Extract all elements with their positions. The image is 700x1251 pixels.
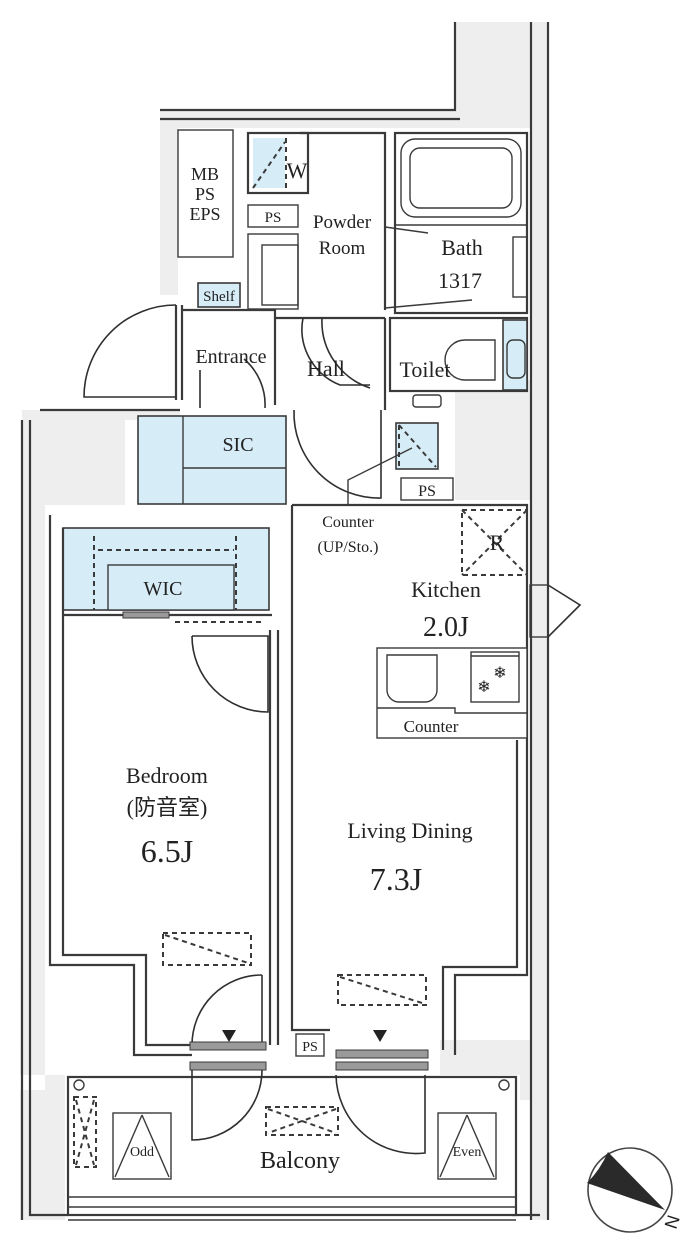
balcony: Odd Even Balcony [66,1069,518,1221]
burner-icon: ❄ [493,665,506,682]
sink-icon [386,654,438,703]
refrigerator-space: R [461,509,528,576]
structural-walls [20,22,550,1220]
powder-room-label-2: Room [319,238,366,259]
ps-upper: PS [247,204,299,228]
entrance: Entrance [83,304,277,409]
living-dining-size-label: 7.3J [370,861,422,897]
shelf: Shelf [197,282,241,308]
counter-up-label: Counter [322,514,374,531]
ps-kitchen-label: PS [418,483,436,500]
washer-space: W [246,131,310,195]
burner-icon: ❄ [477,679,490,696]
powder-room-label: Powder [313,212,372,233]
kitchen-size-label: 2.0J [423,612,469,643]
evacuation-hatch-even [437,1112,497,1180]
toilet: Toilet [388,316,529,408]
balcony-door-right[interactable] [335,1074,426,1155]
bath-label: Bath [441,235,483,260]
compass: N [587,1147,684,1233]
living-entry-arrow-icon [373,1030,387,1042]
sic-label: SIC [222,434,253,456]
mb-label: MB [191,164,219,184]
ps-balcony: PS [295,1033,325,1057]
bath-size-label: 1317 [438,268,482,293]
hall-label: Hall [307,356,345,381]
kitchen-window[interactable] [547,584,582,638]
kitchen-counter-label: Counter [404,717,459,736]
wic-label: WIC [144,578,183,600]
bath: Bath 1317 [384,131,529,315]
balcony-door-left[interactable] [191,1069,263,1141]
odd-label: Odd [130,1145,154,1160]
mb-ps-eps-shaft: MB PS EPS [177,129,234,258]
even-label: Even [453,1145,482,1160]
entrance-label: Entrance [195,346,266,368]
ps-label: PS [195,184,215,204]
walk-in-closet: WIC [62,527,270,611]
evacuation-hatch-odd [112,1112,172,1180]
bedroom-balcony-door[interactable] [191,974,263,1046]
north-arrow-icon [587,1152,665,1210]
shelf-label: Shelf [203,289,235,305]
bedroom-note: (防音室) [127,795,208,820]
refrigerator-label: R [490,530,505,555]
eps-label: EPS [189,204,220,224]
washer-label: W [287,158,308,183]
bedroom-door[interactable] [191,635,269,713]
balcony-label: Balcony [260,1148,340,1174]
living-dining: Living Dining 7.3J [290,505,529,1055]
ps-kitchen: PS [400,477,454,501]
ps-balcony-label: PS [302,1040,318,1055]
stove-icon [470,651,520,703]
bedroom-label: Bedroom [126,763,208,788]
bedroom-entry-arrow-icon [222,1030,236,1042]
balcony-windows[interactable] [189,1030,429,1071]
counter-up-storage: Counter (UP/Sto.) [293,409,439,556]
shoe-closet: SIC [137,415,287,505]
counter-up-label-2: (UP/Sto.) [318,539,379,556]
living-dining-label: Living Dining [347,818,472,843]
entrance-door[interactable] [83,304,177,398]
powder-room: Powder Room [247,131,387,310]
kitchen-counter: ❄ ❄ Counter [376,647,528,739]
compass-north-label: N [661,1213,684,1232]
kitchen-label: Kitchen [411,577,481,602]
ps-upper-label: PS [265,210,282,226]
bedroom-size-label: 6.5J [141,833,193,869]
hall: Hall [275,316,387,410]
bedroom: Bedroom (防音室) 6.5J [48,515,280,1057]
toilet-label: Toilet [399,357,450,382]
